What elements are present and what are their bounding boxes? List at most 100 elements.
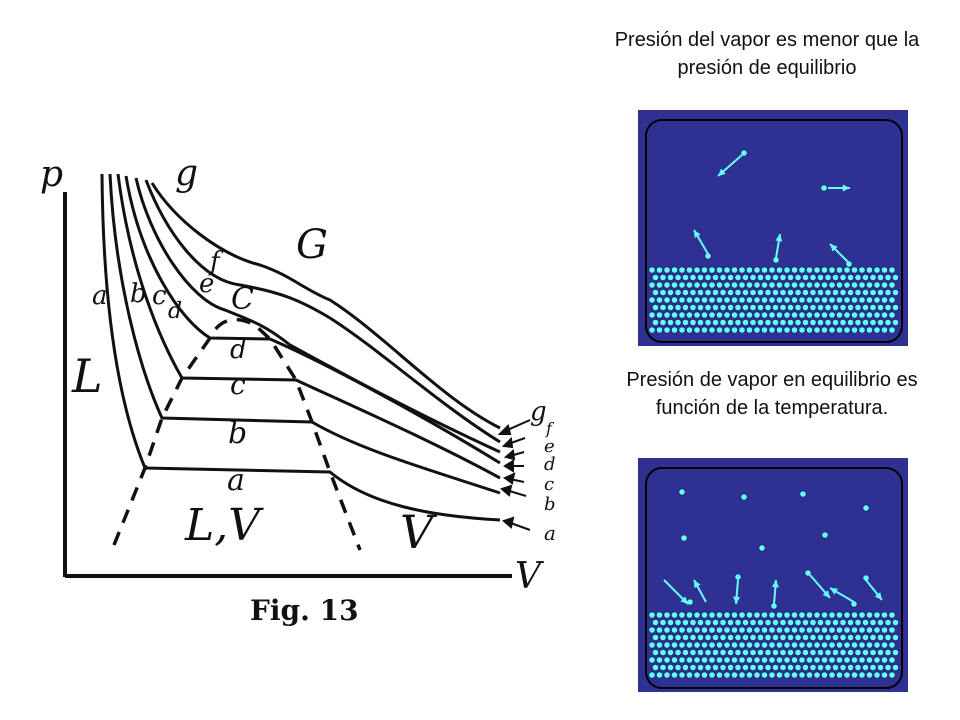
- isotherm-b: [108, 173, 501, 495]
- molecule: [786, 663, 795, 672]
- molecule: [655, 656, 664, 664]
- molecule: [689, 318, 697, 327]
- molecule: [666, 303, 675, 312]
- molecule: [715, 671, 724, 679]
- molecule: [678, 326, 686, 334]
- molecule: [700, 671, 709, 679]
- molecule: [828, 311, 836, 319]
- molecule: [783, 311, 791, 319]
- molecule: [858, 656, 866, 664]
- molecule: [663, 281, 671, 289]
- molecule: [685, 266, 694, 274]
- molecule: [843, 626, 851, 634]
- molecule: [824, 663, 832, 672]
- molecule: [704, 648, 712, 657]
- molecule: [850, 671, 859, 679]
- molecule: [648, 611, 656, 619]
- molecule: [663, 311, 671, 319]
- molecule: [708, 626, 716, 634]
- molecule: [670, 671, 679, 679]
- molecule: [824, 648, 832, 657]
- molecule: [715, 611, 724, 619]
- molecule: [711, 318, 720, 327]
- molecule: [876, 303, 885, 312]
- molecule: [764, 663, 772, 672]
- molecule: [708, 266, 716, 274]
- molecule: [758, 544, 766, 552]
- molecule: [846, 273, 855, 282]
- molecule: [764, 303, 772, 312]
- molecule: [696, 273, 705, 282]
- molecule: [809, 648, 817, 657]
- molecule: [708, 296, 716, 304]
- molecule: [648, 626, 656, 634]
- isotherm-g: [150, 182, 501, 430]
- molecule: [704, 303, 712, 312]
- molecule: [843, 266, 851, 274]
- molecule: [804, 569, 812, 577]
- molecule: [663, 656, 671, 664]
- arrow-head: [771, 580, 779, 588]
- molecule: [760, 266, 769, 274]
- molecule: [876, 633, 885, 642]
- molecule: [835, 281, 844, 289]
- molecule: [839, 648, 847, 657]
- molecule: [809, 633, 817, 642]
- molecule: [651, 648, 660, 657]
- molecule: [700, 656, 709, 664]
- molecule: [828, 656, 836, 664]
- molecule: [775, 326, 784, 334]
- molecule: [869, 618, 877, 627]
- molecule: [839, 663, 847, 672]
- molecule: [681, 633, 690, 642]
- molecule: [685, 296, 694, 304]
- arrow-head: [718, 168, 726, 176]
- molecule: [734, 288, 742, 297]
- molecule: [835, 671, 844, 679]
- molecule: [831, 288, 840, 297]
- molecule: [861, 663, 870, 672]
- molecule: [726, 618, 735, 627]
- molecule: [873, 311, 881, 319]
- molecule: [678, 656, 686, 664]
- molecule: [820, 656, 829, 664]
- molecule: [891, 633, 900, 642]
- molecule: [704, 273, 712, 282]
- molecule: [790, 671, 799, 679]
- molecule: [730, 671, 739, 679]
- molecule: [768, 641, 776, 649]
- molecule: [685, 311, 694, 319]
- arrow-head: [874, 592, 882, 600]
- molecule: [693, 656, 701, 664]
- molecule: [813, 281, 821, 289]
- molecule: [775, 656, 784, 664]
- molecule: [775, 626, 784, 634]
- molecule: [820, 611, 829, 619]
- molecule: [678, 311, 686, 319]
- molecule: [801, 303, 810, 312]
- molecule: [734, 633, 742, 642]
- molecule: [696, 288, 705, 297]
- molecule: [783, 266, 791, 274]
- critical-point-label: C: [231, 282, 254, 317]
- molecule: [681, 318, 690, 327]
- molecule: [865, 671, 874, 679]
- molecule: [873, 266, 881, 274]
- molecule: [749, 633, 757, 642]
- molecule: [749, 288, 757, 297]
- molecule: [880, 656, 889, 664]
- molecule: [835, 296, 844, 304]
- molecule: [873, 671, 881, 679]
- arrow-head: [830, 244, 838, 252]
- molecule: [741, 618, 750, 627]
- molecule: [813, 656, 821, 664]
- molecule: [719, 633, 727, 642]
- molecule: [749, 618, 757, 627]
- molecule: [723, 311, 731, 319]
- molecule: [813, 611, 821, 619]
- molecule: [865, 296, 874, 304]
- molecule: [651, 618, 660, 627]
- molecule: [723, 296, 731, 304]
- molecule: [719, 303, 727, 312]
- arrow-head: [842, 184, 850, 192]
